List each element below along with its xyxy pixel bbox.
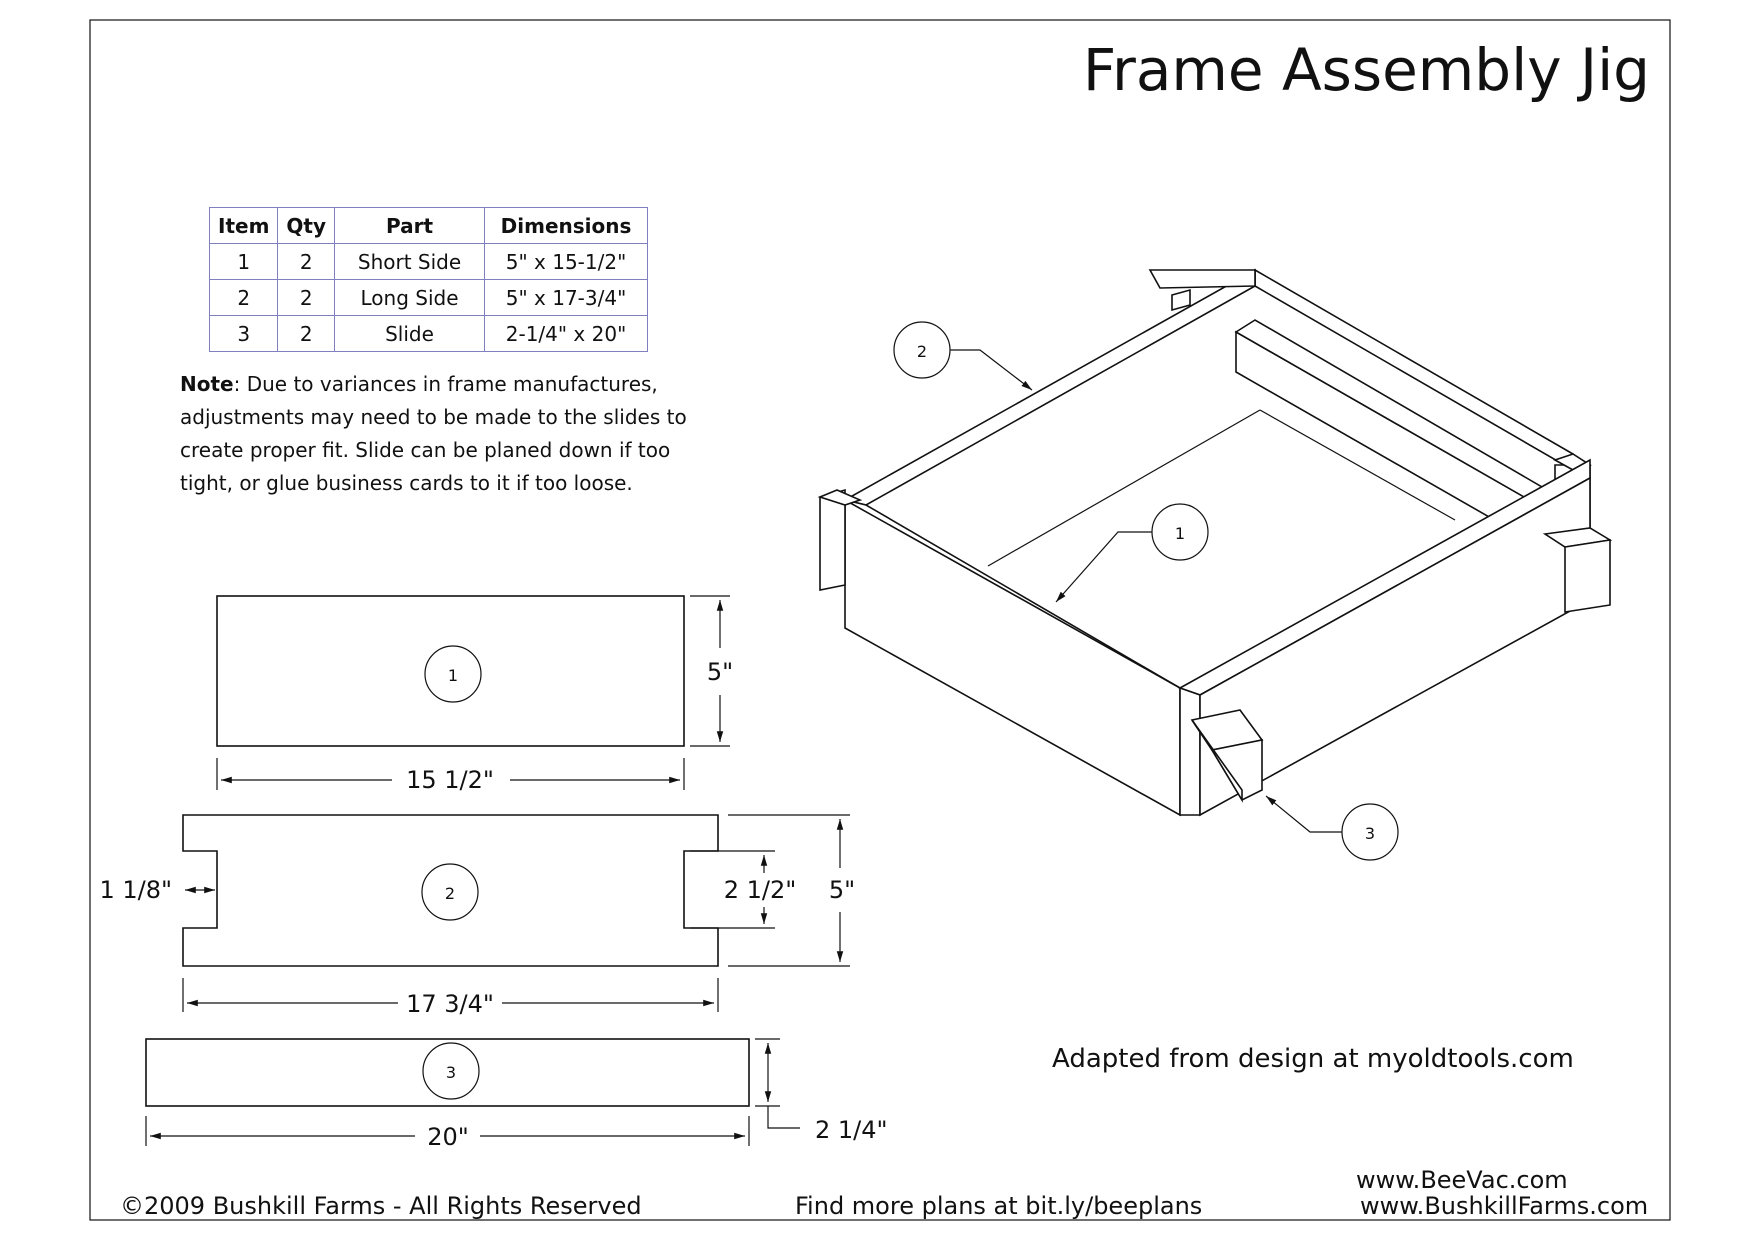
iso-callout-2: 2: [917, 342, 927, 361]
cell-item: 3: [208, 315, 279, 352]
parts-table-header-row: Item Qty Part Dimensions: [208, 207, 649, 244]
note-text: : Due to variances in frame manufactures…: [180, 372, 687, 495]
part1-height-dim: 5": [707, 658, 733, 686]
design-credit: Adapted from design at myoldtools.com: [1052, 1044, 1574, 1074]
iso-callout-1: 1: [1175, 524, 1185, 543]
more-plans-text: Find more plans at bit.ly/beeplans: [795, 1192, 1203, 1220]
part1-callout: 1: [448, 666, 458, 685]
header-qty: Qty: [277, 207, 336, 244]
part3-width-dim: 20": [427, 1123, 469, 1151]
part1-view: 1 5" 15 1/2": [216, 595, 733, 794]
parts-table: Item Qty Part Dimensions 1 2 Short Side …: [208, 207, 649, 352]
cell-qty: 2: [277, 279, 336, 316]
part3-outline: [145, 1038, 750, 1107]
header-part: Part: [334, 207, 486, 244]
part1-outline: [216, 595, 685, 747]
part2-callout: 2: [445, 884, 455, 903]
header-item: Item: [208, 207, 279, 244]
front-long-side-top: [842, 268, 1256, 506]
drawing-title: Frame Assembly Jig: [1082, 36, 1650, 104]
assembly-note: Note: Due to variances in frame manufact…: [180, 368, 720, 500]
table-row: 3 2 Slide 2-1/4" x 20": [208, 315, 649, 352]
iso-callout-3: 3: [1365, 824, 1375, 843]
part1-width-dim: 15 1/2": [406, 766, 494, 794]
part2-height-dim: 5": [829, 876, 855, 904]
part3-callout: 3: [446, 1063, 456, 1082]
table-row: 1 2 Short Side 5" x 15-1/2": [208, 243, 649, 280]
part3-callout-circle: [422, 1042, 480, 1100]
front-short-side: [844, 498, 1181, 817]
cell-qty: 2: [277, 243, 336, 280]
copyright-text: ©2009 Bushkill Farms - All Rights Reserv…: [120, 1192, 642, 1220]
part1-callout-circle: [424, 645, 482, 703]
left-slide: [819, 488, 846, 591]
note-label: Note: [180, 372, 234, 396]
cell-item: 1: [208, 243, 279, 280]
part2-notch-depth-dim: 1 1/8": [99, 876, 172, 904]
isometric-assembly: 2 1 3: [817, 268, 1613, 861]
cell-qty: 2: [277, 315, 336, 352]
cell-dimensions: 5" x 15-1/2": [484, 243, 649, 280]
cell-dimensions: 5" x 17-3/4": [484, 279, 649, 316]
website-beevac: www.BeeVac.com: [1356, 1166, 1568, 1194]
table-row: 2 2 Long Side 5" x 17-3/4": [208, 279, 649, 316]
cell-part: Long Side: [334, 279, 486, 316]
right-slide: [1564, 539, 1611, 613]
part2-view: 2 1 1/8" 2 1/2" 5" 17 3/4": [99, 814, 855, 1018]
cell-item: 2: [208, 279, 279, 316]
cell-dimensions: 2-1/4" x 20": [484, 315, 649, 352]
cell-part: Short Side: [334, 243, 486, 280]
part3-view: 3 2 1/4" 20": [145, 1038, 888, 1151]
website-bushkill: www.BushkillFarms.com: [1360, 1192, 1649, 1220]
part2-width-dim: 17 3/4": [406, 990, 494, 1018]
cell-part: Slide: [334, 315, 486, 352]
part3-height-dim: 2 1/4": [815, 1116, 888, 1144]
part2-callout-circle: [421, 863, 479, 921]
part2-notch-height-dim: 2 1/2": [724, 876, 797, 904]
header-dimensions: Dimensions: [484, 207, 649, 244]
sheet-border: [89, 19, 1671, 1221]
